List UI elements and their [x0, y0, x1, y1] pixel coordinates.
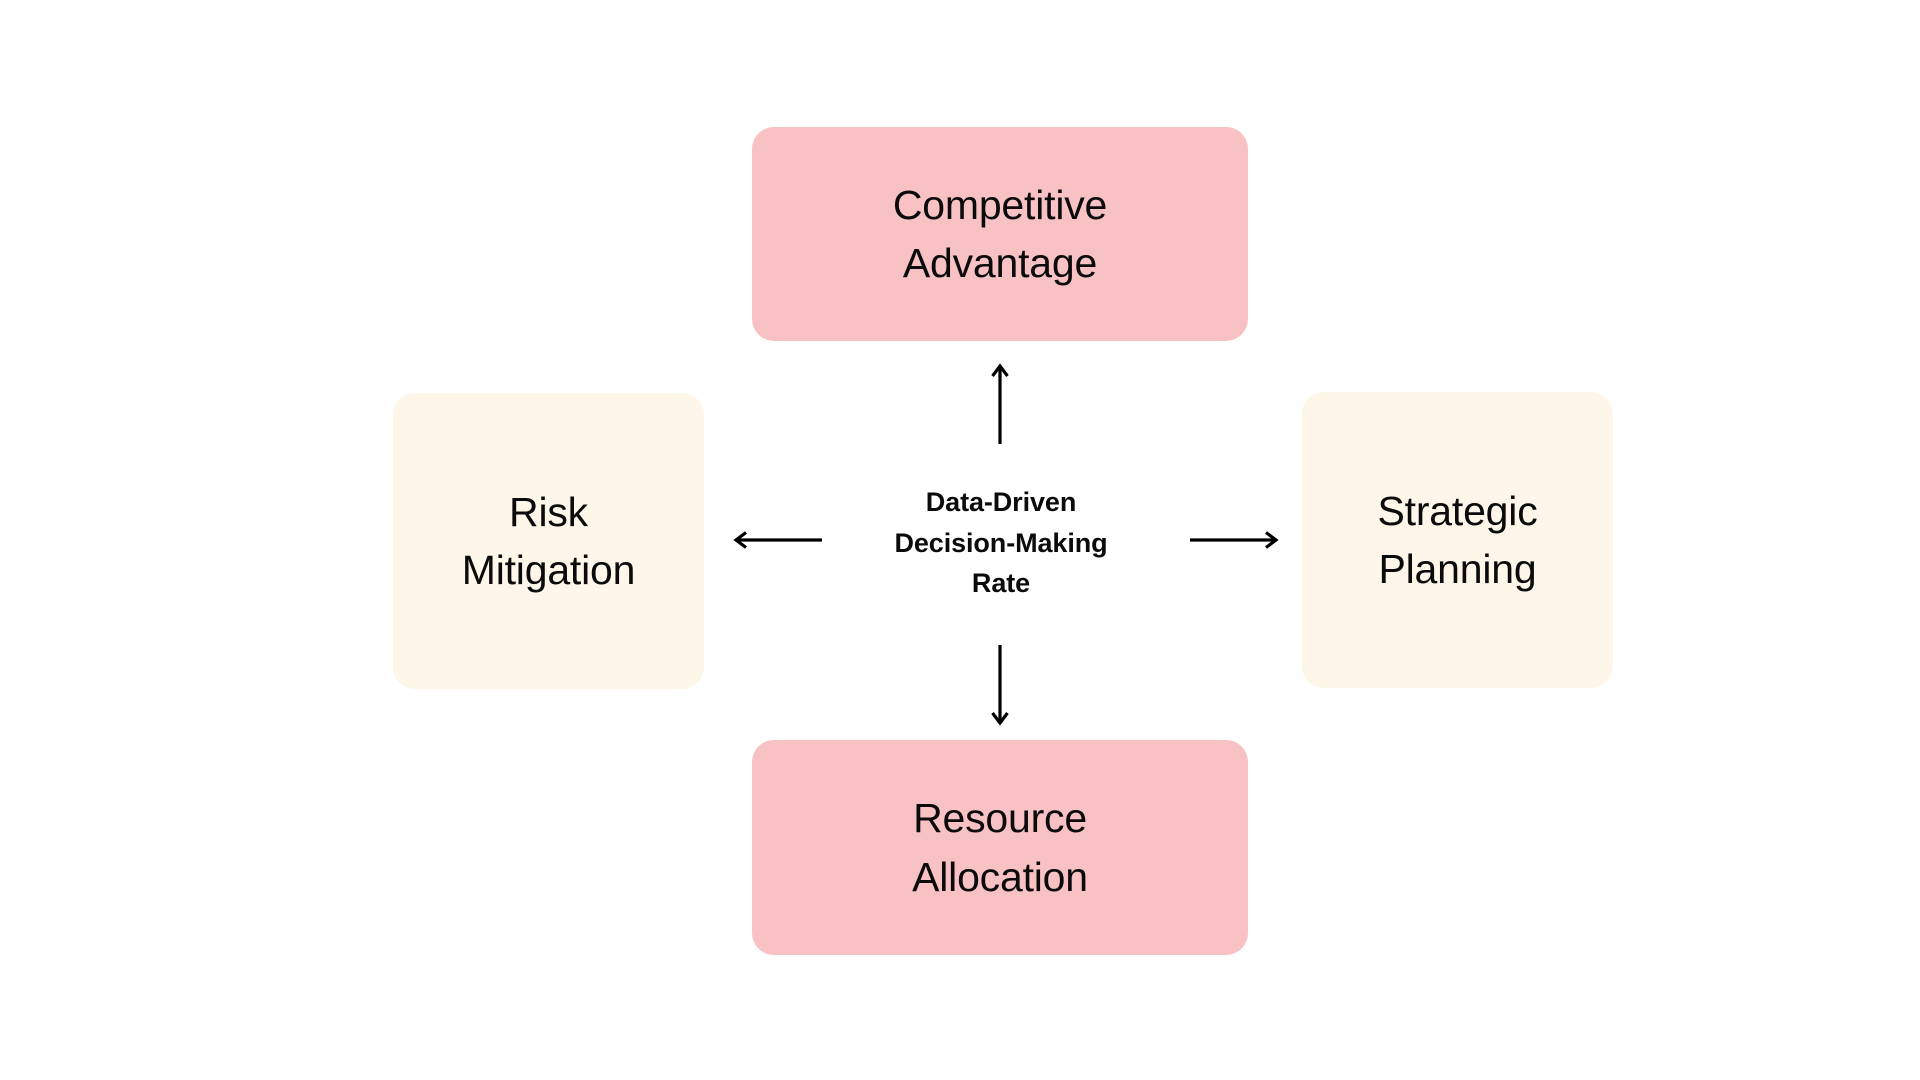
arrow-up-icon — [985, 360, 1015, 444]
arrow-down-icon — [985, 645, 1015, 729]
center-hub[interactable]: Data-Driven Decision-Making Rate — [855, 472, 1147, 614]
node-label-resource-allocation: Resource Allocation — [912, 795, 1088, 900]
node-resource-allocation[interactable]: Resource Allocation — [752, 740, 1248, 955]
node-strategic-planning[interactable]: Strategic Planning — [1302, 392, 1613, 688]
center-hub-label: Data-Driven Decision-Making Rate — [894, 487, 1108, 599]
arrow-left-icon — [730, 525, 822, 555]
node-risk-mitigation[interactable]: Risk Mitigation — [393, 393, 704, 689]
arrow-right-icon — [1190, 525, 1282, 555]
node-label-strategic-planning: Strategic Planning — [1377, 487, 1538, 592]
node-competitive-advantage[interactable]: Competitive Advantage — [752, 127, 1248, 341]
node-label-competitive-advantage: Competitive Advantage — [892, 181, 1108, 286]
node-label-risk-mitigation: Risk Mitigation — [461, 488, 636, 593]
